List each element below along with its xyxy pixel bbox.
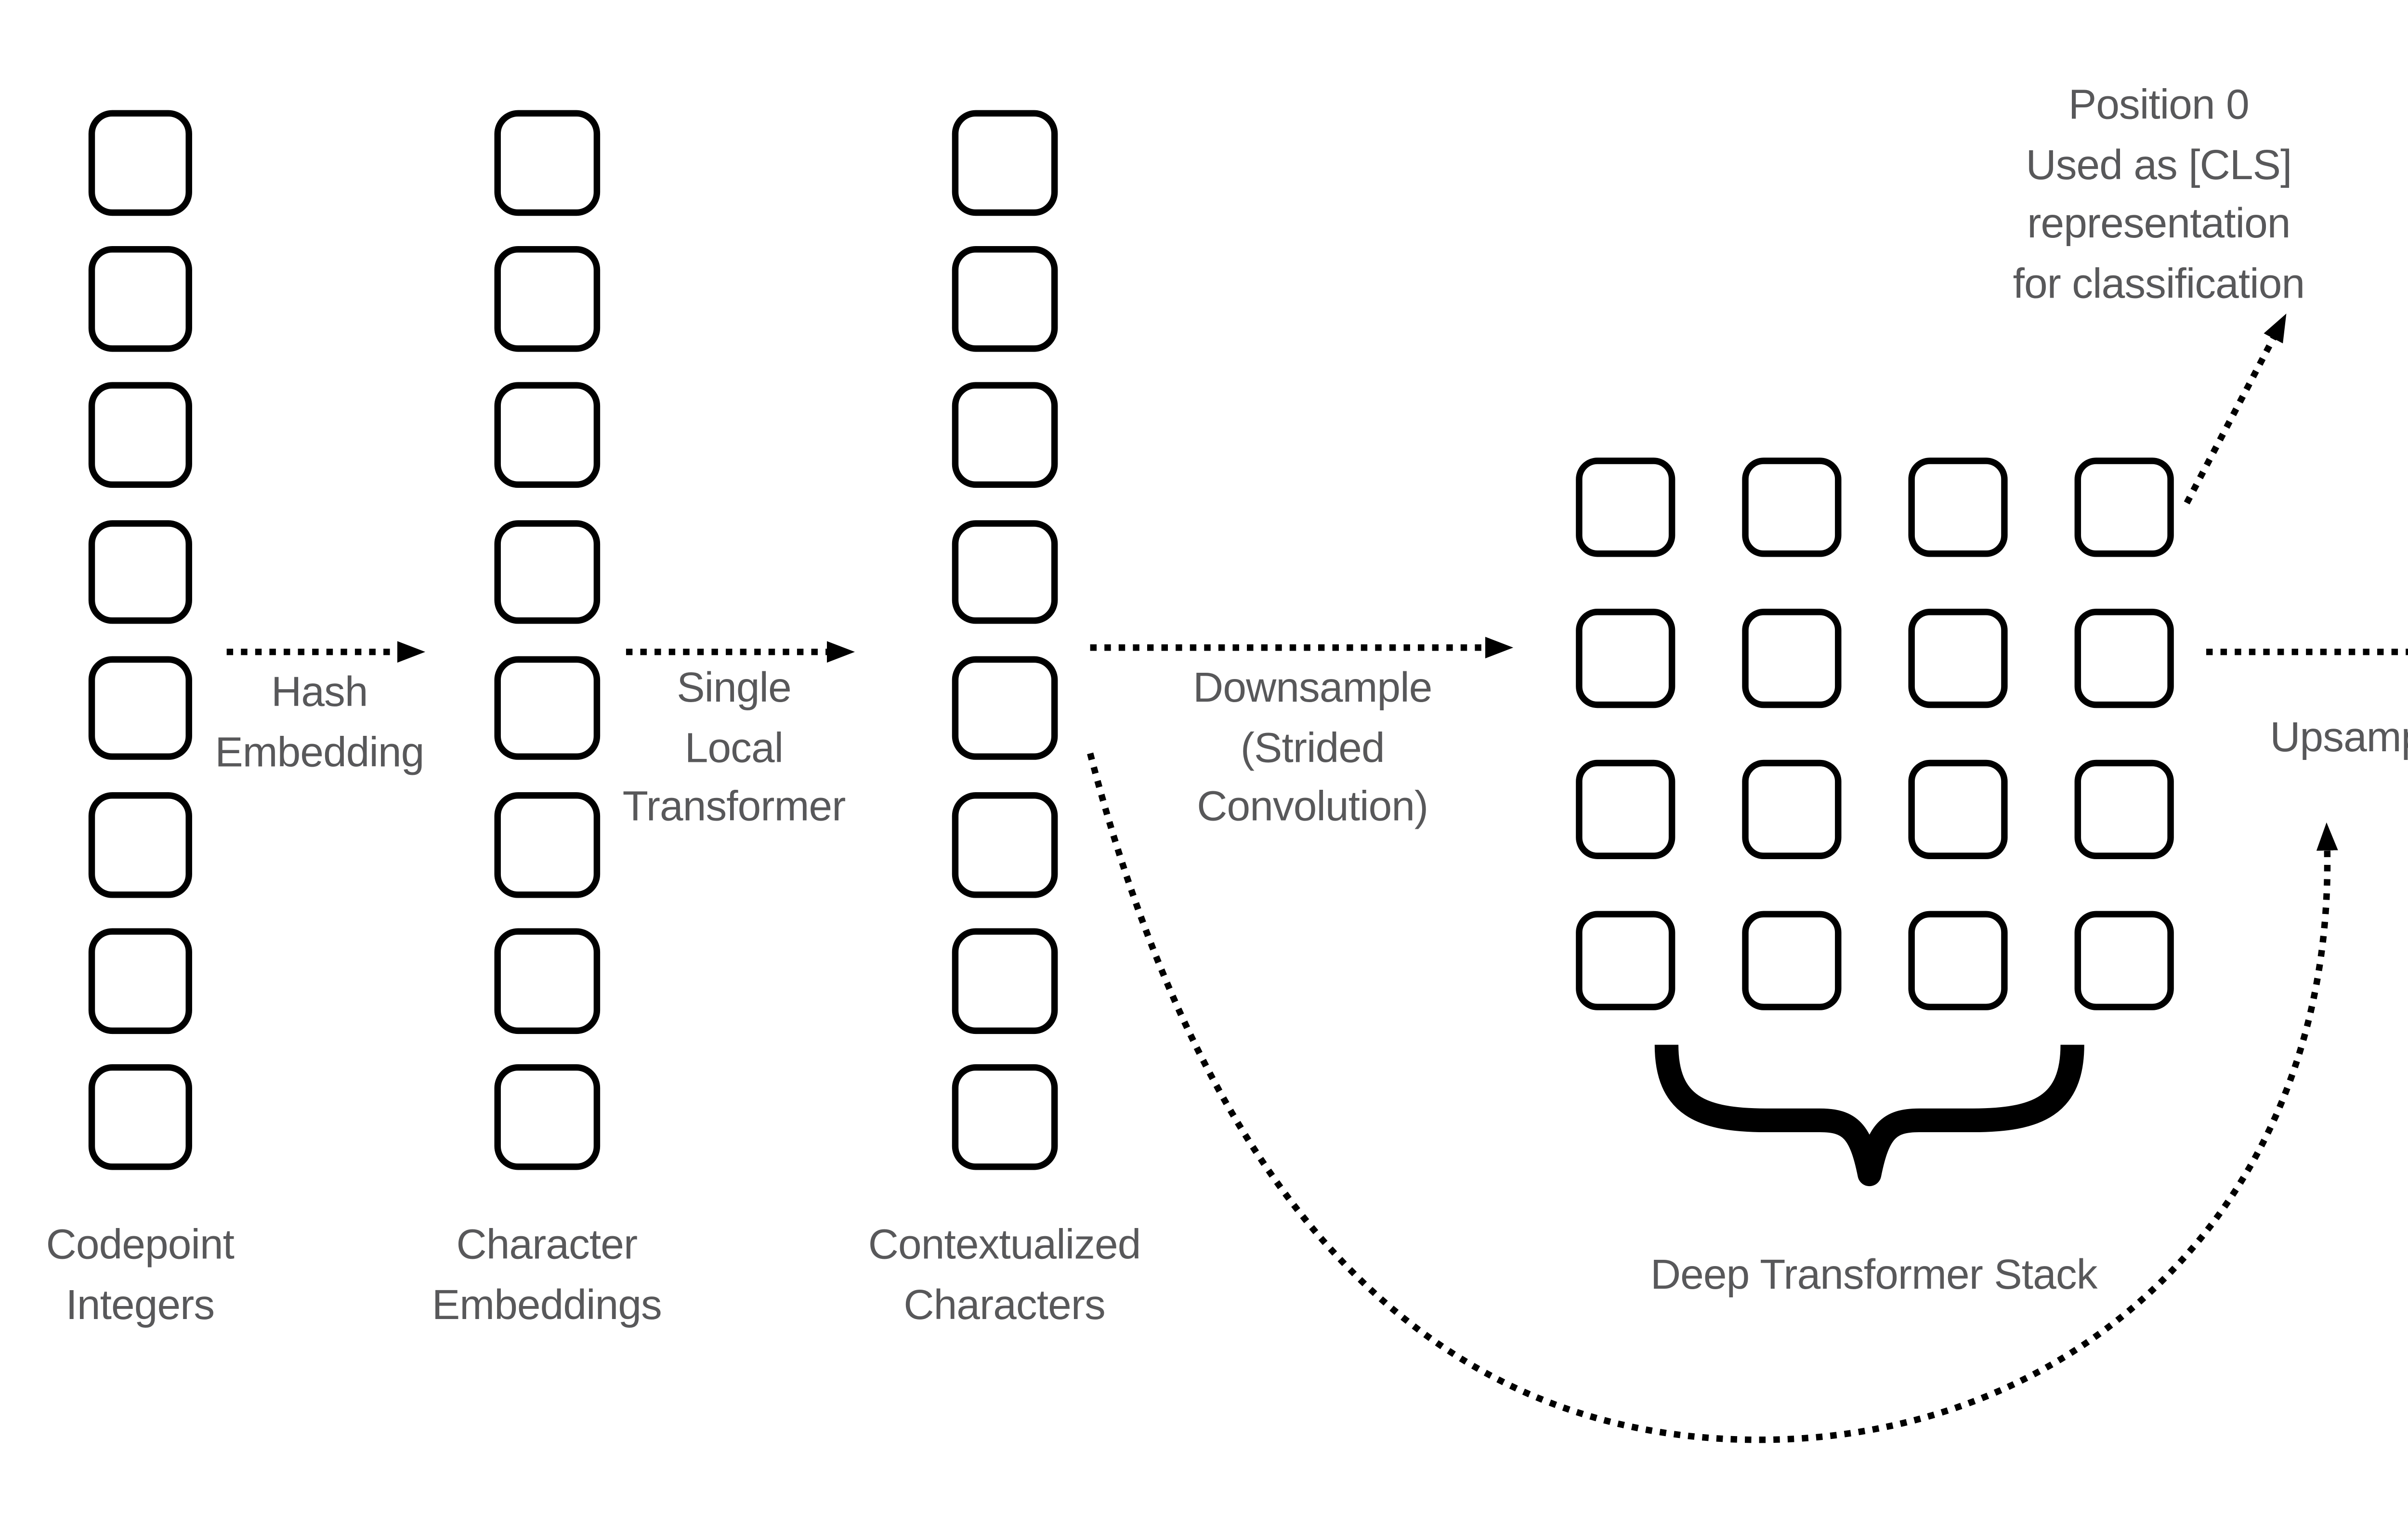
deep-transformer-stack-cell xyxy=(1742,609,1841,707)
deep-transformer-stack-cell xyxy=(1908,911,2007,1009)
codepoint-integers-cell xyxy=(87,928,193,1034)
deep-transformer-stack-cell xyxy=(1742,457,1841,556)
codepoint-integers-cell xyxy=(87,655,193,761)
contextualized-characters-cell xyxy=(952,792,1057,897)
deep-transformer-stack-cell xyxy=(1576,911,1675,1009)
deep-transformer-stack-cell xyxy=(2074,609,2173,707)
deep-transformer-stack-cell xyxy=(2074,911,2173,1009)
contextualized-characters-cell xyxy=(952,383,1057,488)
contextualized-characters-cell xyxy=(952,1065,1057,1170)
deep-transformer-stack-cell xyxy=(2074,457,2173,556)
hash-embedding-label: Hash Embedding xyxy=(215,669,424,777)
codepoint-integers-cell xyxy=(87,792,193,897)
skip-connection-arrow xyxy=(1087,752,2338,1443)
deep-transformer-stack-cell xyxy=(1576,457,1675,556)
deep-transformer-stack-cell xyxy=(2074,759,2173,858)
deep-transformer-stack-cell xyxy=(1576,609,1675,707)
deep-transformer-stack-cell xyxy=(1908,609,2007,707)
contextualized-characters-cell xyxy=(952,246,1057,352)
character-embeddings-cell xyxy=(494,383,600,488)
codepoint-integers-cell xyxy=(87,110,193,215)
character-embeddings-cell xyxy=(494,1065,600,1170)
character-embeddings-cell xyxy=(494,519,600,625)
contextualized-characters-cell xyxy=(952,928,1057,1034)
deep-transformer-stack-cell xyxy=(1908,457,2007,556)
codepoint-integers-cell xyxy=(87,519,193,625)
contextualized-characters-label: Contextualized Characters xyxy=(868,1222,1141,1330)
character-embeddings-label: Character Embeddings xyxy=(432,1222,662,1330)
character-embeddings-cell xyxy=(494,246,600,352)
character-embeddings-cell xyxy=(494,110,600,215)
deep-transformer-stack-cell xyxy=(1742,759,1841,858)
codepoint-integers-cell xyxy=(87,246,193,352)
upsampling-label: Upsampling xyxy=(2270,715,2408,763)
deep-transformer-stack-cell xyxy=(1576,759,1675,858)
deep-transformer-stack-cell xyxy=(1742,911,1841,1009)
character-embeddings-cell xyxy=(494,928,600,1034)
cls-position-annotation: Position 0 Used as [CLS] representation … xyxy=(2013,83,2305,309)
brace xyxy=(1654,1045,2084,1187)
codepoint-integers-cell xyxy=(87,1065,193,1170)
single-local-transformer-label: Single Local Transformer xyxy=(622,665,846,832)
contextualized-characters-cell xyxy=(952,110,1057,215)
contextualized-characters-cell xyxy=(952,655,1057,761)
cls-position-arrow xyxy=(2184,314,2287,505)
character-embeddings-cell xyxy=(494,655,600,761)
codepoint-integers-cell xyxy=(87,383,193,488)
downsample-label: Downsample (Strided Convolution) xyxy=(1193,665,1432,832)
contextualized-characters-cell xyxy=(952,519,1057,625)
character-embeddings-cell xyxy=(494,792,600,897)
deep-transformer-stack-cell xyxy=(1908,759,2007,858)
deep-transformer-stack-label: Deep Transformer Stack xyxy=(1650,1253,2097,1300)
codepoint-integers-label: Codepoint Integers xyxy=(46,1222,235,1330)
